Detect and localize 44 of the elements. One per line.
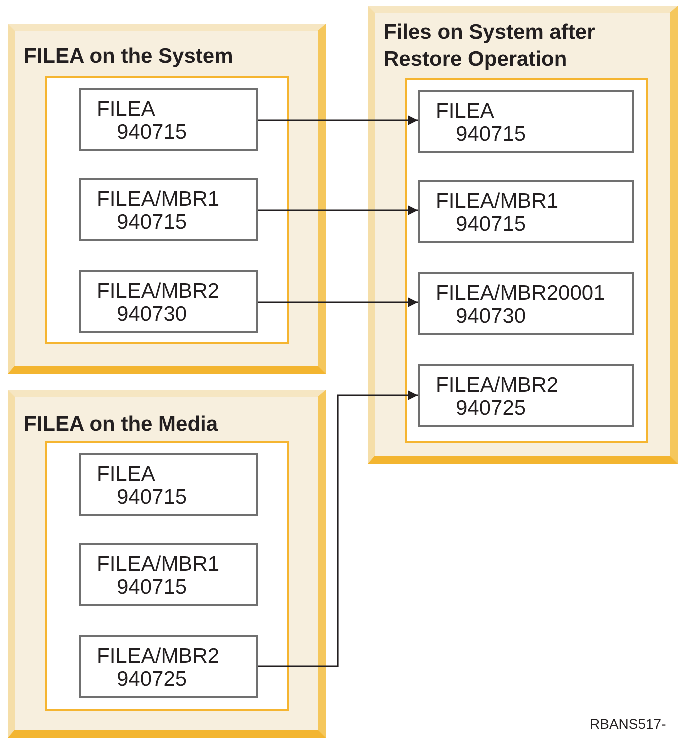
file-box — [418, 272, 634, 335]
file-name: FILEA/MBR1 — [97, 188, 220, 211]
panel-heading: FILEA on the System — [24, 44, 234, 70]
panel-background — [8, 24, 326, 374]
container-box — [45, 441, 289, 711]
file-name: FILEA — [436, 100, 494, 123]
file-name: FILEA/MBR1 — [436, 190, 559, 213]
file-date: 940715 — [117, 121, 188, 144]
panel-heading: Files on System after Restore Operation — [384, 20, 596, 73]
file-name: FILEA/MBR2 — [97, 645, 220, 668]
panel-background — [8, 390, 326, 738]
file-box — [79, 270, 258, 333]
arrow — [258, 298, 418, 308]
file-date: 940715 — [117, 211, 188, 234]
file-name: FILEA — [97, 98, 156, 121]
container-box — [45, 76, 289, 344]
file-box — [79, 453, 258, 516]
file-name: FILEA/MBR2 — [97, 280, 220, 303]
file-box — [418, 90, 634, 153]
panel-heading: FILEA on the Media — [24, 412, 220, 438]
arrow — [258, 116, 418, 126]
file-date: 940730 — [456, 305, 526, 328]
file-date: 940715 — [117, 576, 188, 599]
file-name: FILEA — [97, 463, 156, 486]
file-box — [79, 88, 258, 151]
figure-id: RBANS517- — [590, 716, 666, 732]
file-box — [418, 364, 634, 427]
file-box — [79, 543, 258, 606]
file-date: 940725 — [117, 668, 188, 691]
file-date: 940715 — [456, 213, 526, 236]
arrow — [258, 390, 418, 668]
file-date: 940715 — [117, 486, 188, 509]
file-box — [79, 635, 258, 698]
file-name: FILEA/MBR20001 — [436, 282, 606, 305]
panel-background — [368, 6, 678, 464]
file-date: 940725 — [456, 397, 526, 420]
file-box — [418, 180, 634, 243]
file-name: FILEA/MBR2 — [436, 374, 559, 397]
container-box — [405, 78, 648, 443]
file-box — [79, 178, 258, 241]
arrow — [258, 206, 418, 216]
file-date: 940715 — [456, 123, 526, 146]
file-name: FILEA/MBR1 — [97, 553, 220, 576]
file-date: 940730 — [117, 303, 188, 326]
